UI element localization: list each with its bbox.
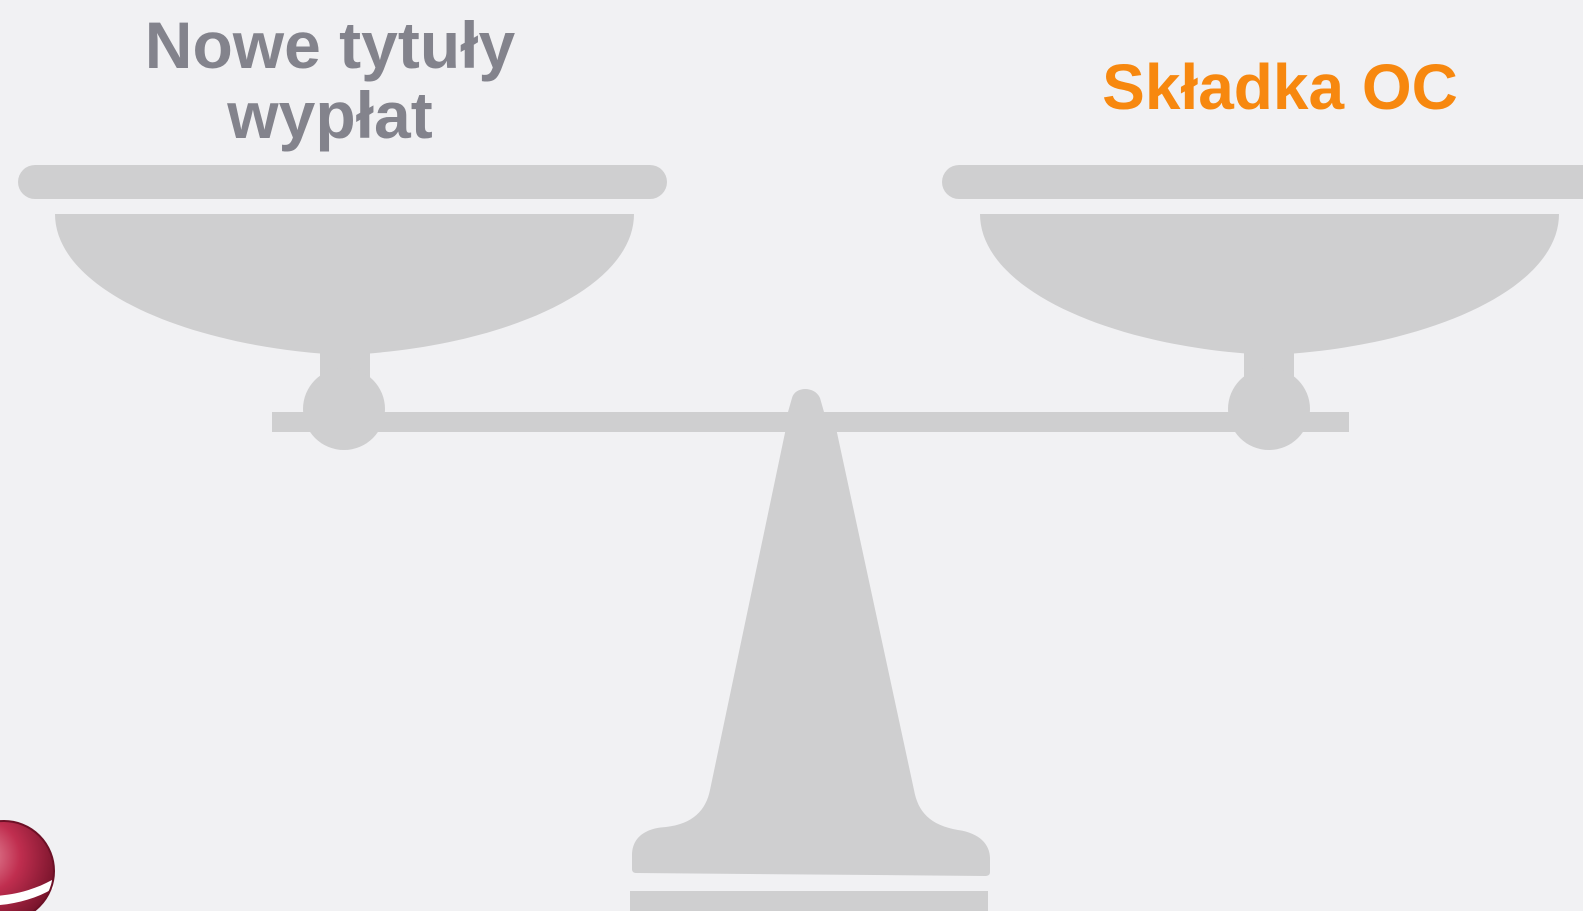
left-pan-rim: [18, 165, 667, 199]
left-pan-label-line2: wypłat: [130, 80, 530, 150]
scale-base: [630, 891, 988, 911]
left-pan-joint: [303, 368, 385, 450]
right-pan-label: Składka OC: [1080, 52, 1480, 122]
logo-sphere-icon: [0, 821, 54, 911]
scale-pillar: [632, 428, 990, 876]
right-pan-rim: [942, 165, 1583, 199]
right-pan-bowl: [980, 214, 1559, 355]
right-pan-joint: [1228, 368, 1310, 450]
left-pan-bowl: [55, 214, 634, 355]
left-pan-label-line1: Nowe tytuły: [130, 10, 530, 80]
scale-pivot: [788, 389, 824, 412]
left-pan-label: Nowe tytuły wypłat: [130, 10, 530, 150]
